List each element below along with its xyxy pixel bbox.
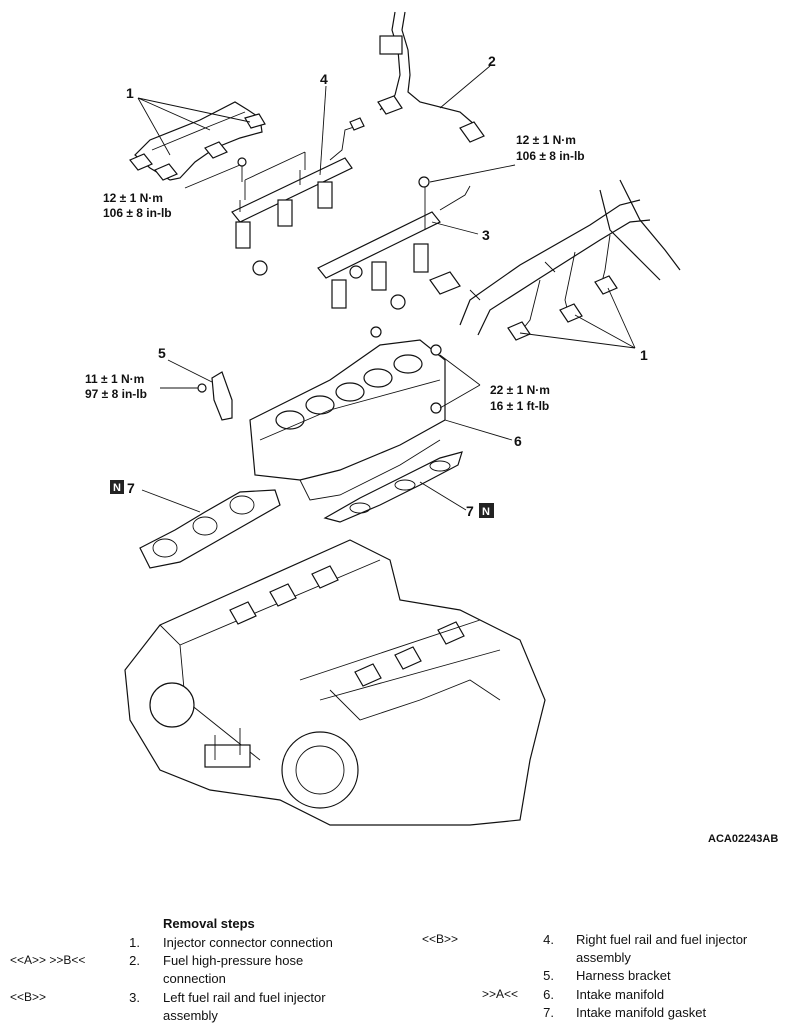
step-text: Intake manifold — [576, 987, 665, 1002]
torque-spec-3-inlb: 97 ± 8 in-lb — [85, 387, 147, 401]
removal-step-2: <<A>> >>B<< 2. Fuel high-pressure hose c… — [0, 952, 400, 986]
intake-manifold-gasket-left — [139, 489, 281, 569]
removal-steps-heading: Removal steps — [163, 916, 255, 931]
torque-spec-2-inlb: 106 ± 8 in-lb — [516, 149, 585, 163]
step-text: Injector connector connection — [163, 935, 333, 950]
callout-4: 4 — [320, 71, 328, 87]
removal-steps: Removal steps 1. Injector connector conn… — [0, 912, 792, 1033]
callout-6: 6 — [514, 433, 522, 449]
injector-harness-left — [129, 101, 266, 181]
step-text-continued: assembly — [163, 1008, 218, 1023]
step-text: Right fuel rail and fuel injector — [576, 932, 748, 947]
harness-bracket — [197, 371, 233, 421]
step-reference: <<A>> >>B<< — [10, 953, 86, 967]
torque-spec-4-ftlb: 16 ± 1 ft-lb — [490, 399, 549, 413]
step-text-continued: assembly — [576, 950, 631, 965]
callout-2: 2 — [488, 53, 496, 69]
leader-lines — [137, 65, 636, 513]
callout-5: 5 — [158, 345, 166, 361]
step-reference: <<B>> — [10, 990, 47, 1004]
step-number: 7. — [543, 1005, 554, 1020]
new-part-mark-left: N — [110, 480, 124, 494]
step-number: 1. — [129, 935, 140, 950]
svg-text:N: N — [482, 506, 490, 518]
removal-step-3: <<B>> 3. Left fuel rail and fuel injecto… — [0, 989, 400, 1023]
step-number: 2. — [129, 953, 140, 968]
step-number: 4. — [543, 932, 554, 947]
step-text: Fuel high-pressure hose — [163, 953, 304, 968]
engine-block — [124, 539, 546, 826]
removal-step-6: >>A<< 6. Intake manifold — [400, 986, 792, 1003]
step-text: Intake manifold gasket — [576, 1005, 707, 1020]
torque-spec-4-nm: 22 ± 1 N·m — [490, 383, 550, 397]
callout-1-right: 1 — [640, 347, 648, 363]
torque-spec-3-nm: 11 ± 1 N·m — [85, 372, 144, 386]
exploded-diagram: 1 4 2 3 1 5 6 N 7 7 N 12 ± 1 N·m 106 ± 8… — [85, 11, 778, 845]
step-reference: <<B>> — [422, 932, 459, 946]
intake-manifold-gasket-right — [323, 451, 463, 523]
removal-step-7: 7. Intake manifold gasket — [400, 1004, 792, 1021]
torque-spec-2-nm: 12 ± 1 N·m — [516, 133, 576, 147]
callout-3: 3 — [482, 227, 490, 243]
left-fuel-rail-assembly — [317, 176, 471, 310]
step-number: 5. — [543, 968, 554, 983]
fuel-high-pressure-hose — [329, 11, 485, 161]
new-part-mark-right: N — [479, 503, 494, 518]
svg-text:N: N — [113, 482, 121, 494]
removal-step-4: <<B>> 4. Right fuel rail and fuel inject… — [400, 931, 792, 965]
intake-manifold — [249, 326, 446, 501]
removal-step-1: 1. Injector connector connection — [0, 934, 400, 951]
removal-step-5: 5. Harness bracket — [400, 967, 792, 984]
torque-spec-1-inlb: 106 ± 8 in-lb — [103, 206, 172, 220]
step-text: Left fuel rail and fuel injector — [163, 990, 326, 1005]
step-text: Harness bracket — [576, 968, 671, 983]
callout-1-left: 1 — [126, 85, 134, 101]
step-number: 3. — [129, 990, 140, 1005]
figure-code: ACA02243AB — [708, 833, 778, 845]
callout-7-left: 7 — [127, 480, 135, 496]
step-text-continued: connection — [163, 971, 226, 986]
callout-7-right: 7 — [466, 503, 474, 519]
injector-harness-right — [429, 179, 681, 341]
step-reference: >>A<< — [482, 987, 519, 1001]
right-fuel-rail-assembly — [231, 151, 353, 276]
step-number: 6. — [543, 987, 554, 1002]
torque-spec-1-nm: 12 ± 1 N·m — [103, 191, 163, 205]
